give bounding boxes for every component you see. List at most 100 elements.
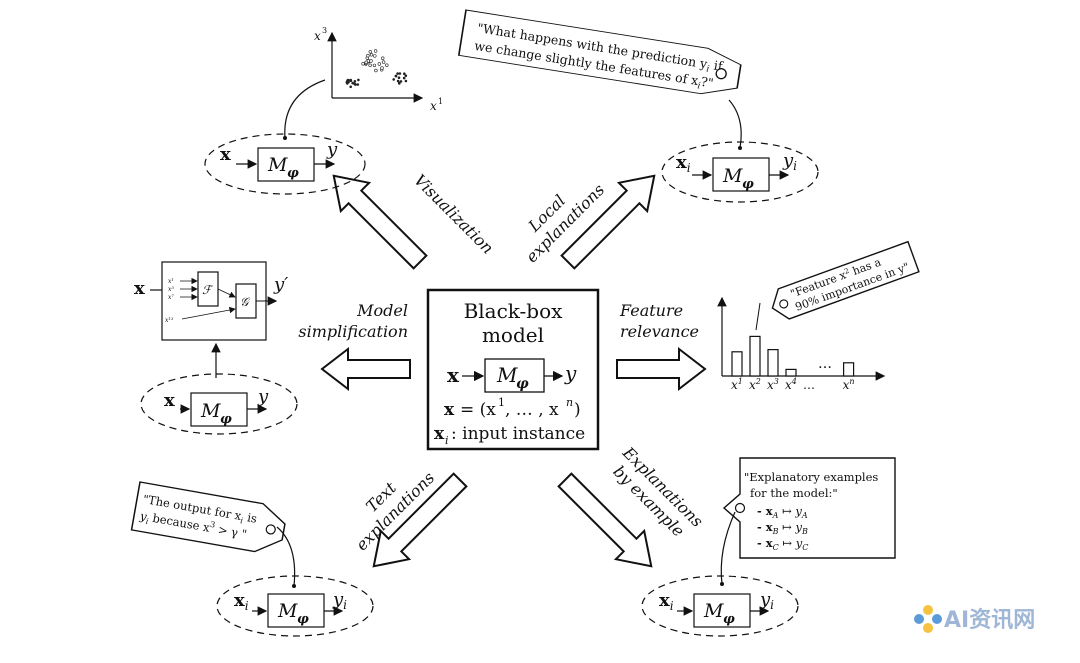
scatter-point-cluster-2 xyxy=(381,60,386,64)
svg-text:xi: xi xyxy=(234,590,249,613)
scatter-point-cluster-2 xyxy=(372,63,377,68)
scatter-x-sup: 1 xyxy=(438,97,443,106)
bar-x4 xyxy=(785,368,797,377)
local-panel: "What happens with the prediction yi if … xyxy=(457,9,819,203)
scatter-point-cluster-2 xyxy=(368,50,372,54)
center-input-x: x xyxy=(447,363,460,387)
scatter-point-cluster-3 xyxy=(404,74,408,77)
scatter-point-cluster-2 xyxy=(380,66,384,70)
xi-sub: i xyxy=(445,434,449,447)
svg-text:M: M xyxy=(267,154,288,176)
arrow-text-explanations xyxy=(372,472,468,568)
svg-text:M: M xyxy=(703,600,724,622)
label-feature-relevance: Feature relevance xyxy=(619,301,699,341)
text-explanation-panel: "The output for xi is yi because x3 > γ … xyxy=(130,481,374,637)
scatter-point-cluster-1 xyxy=(351,81,355,85)
svg-text:x: x xyxy=(164,390,175,411)
svg-text:y: y xyxy=(257,386,269,407)
scatter-point-cluster-2 xyxy=(361,62,365,66)
tick-label-4: … xyxy=(803,378,815,392)
scatter-point-cluster-3 xyxy=(399,80,403,83)
center-box-border xyxy=(426,288,600,451)
bar-dots-top: … xyxy=(818,356,832,372)
simplification-panel: x ℱ 𝒢 x1 x3 x7 x13 y′ x M φ y xyxy=(134,261,298,435)
local-tag-hole xyxy=(715,68,727,80)
scatter-y-label: x xyxy=(314,29,321,43)
scatter-point-cluster-1 xyxy=(349,78,353,82)
formula-mid: , … , x xyxy=(505,400,559,420)
arrow-explanations-by-example xyxy=(557,472,653,568)
svg-text:φ: φ xyxy=(723,612,735,627)
scatter-point-cluster-1 xyxy=(346,79,349,82)
scatter-point-cluster-2 xyxy=(374,68,378,73)
example-dashed-ellipse xyxy=(641,575,799,637)
xi-desc: : input instance xyxy=(451,424,585,444)
visualization-panel: x 3 x 1 x M φ y xyxy=(204,26,443,195)
example-panel: "Explanatory examples for the model:" - … xyxy=(641,457,896,637)
arrow-model-simplification xyxy=(320,346,411,392)
viz-input-x: x xyxy=(220,144,231,165)
label-local-explanations: Local explanations xyxy=(522,180,608,266)
tick-label-0: x1 xyxy=(731,377,743,392)
scatter-point-cluster-2 xyxy=(377,62,381,66)
feature-relevance-panel: "Feature x2 has a 90% importance in y" x… xyxy=(717,240,920,392)
arrow-local-explanations xyxy=(560,174,656,270)
svg-text:for the model:": for the model:" xyxy=(750,486,838,500)
scatter-point-cluster-1 xyxy=(356,83,360,86)
scatter-point-cluster-3 xyxy=(396,72,399,75)
tick-label-3: x4 xyxy=(785,377,797,392)
scatter-point-cluster-2 xyxy=(368,63,372,68)
svg-text:simplification: simplification xyxy=(298,322,408,341)
scatter-y-sup: 3 xyxy=(322,26,327,35)
scatter-point-cluster-3 xyxy=(394,74,398,78)
svg-text:"Explanatory examples: "Explanatory examples xyxy=(744,470,878,484)
svg-text:φ: φ xyxy=(742,177,754,192)
tick-label-2: x3 xyxy=(767,377,779,392)
center-output-y: y xyxy=(564,361,577,385)
xi-label: x xyxy=(434,424,445,444)
scatter-point-cluster-2 xyxy=(381,56,385,60)
scatter-points xyxy=(345,49,408,89)
svg-text:- xB ↦ yB: - xB ↦ yB xyxy=(757,520,808,536)
svg-text:φ: φ xyxy=(220,412,232,427)
scatter-x-label: x xyxy=(430,99,437,113)
bar-x2 xyxy=(749,335,761,377)
svg-text:- xA ↦ yA: - xA ↦ yA xyxy=(757,504,808,520)
svg-text:ℱ: ℱ xyxy=(202,283,214,297)
svg-text:M: M xyxy=(722,165,743,187)
label-visualization: Visualization xyxy=(410,171,497,258)
text-dashed-ellipse xyxy=(216,575,374,637)
scatter-point-cluster-3 xyxy=(404,79,408,83)
scatter-point-cluster-2 xyxy=(373,54,377,58)
svg-text:Visualization: Visualization xyxy=(410,171,497,258)
center-black-box: Black-box model x M φ y x = (x 1 , … , x… xyxy=(426,288,600,451)
watermark-text: AI资讯网 xyxy=(944,608,1035,633)
center-title-line2: model xyxy=(482,323,544,347)
scatter-point-cluster-3 xyxy=(403,72,406,75)
scatter-point-cluster-2 xyxy=(385,63,389,67)
formula-lhs: x xyxy=(444,400,455,420)
scatter-point-cluster-3 xyxy=(392,78,396,81)
arrow-feature-relevance xyxy=(616,346,707,392)
surrogate-frame xyxy=(161,261,267,341)
flower-icon xyxy=(914,605,942,633)
feature-tag: "Feature x2 has a 90% importance in y" xyxy=(771,240,920,320)
svg-text:φ: φ xyxy=(297,612,309,627)
scatter-point-cluster-2 xyxy=(369,53,374,57)
center-model-label: M xyxy=(496,363,518,387)
bar-x1 xyxy=(731,351,743,377)
viz-dashed-ellipse xyxy=(204,133,366,195)
svg-text:Model: Model xyxy=(356,301,408,320)
arrow-visualization xyxy=(332,174,428,270)
text-tag: "The output for xi is yi because x3 > γ … xyxy=(130,481,286,553)
watermark: AI资讯网 xyxy=(914,605,1035,633)
svg-text:Feature: Feature xyxy=(619,301,683,320)
svg-text:φ: φ xyxy=(287,166,299,181)
formula-supn: n xyxy=(566,396,573,409)
bar-xn xyxy=(842,362,855,377)
label-model-simplification: Model simplification xyxy=(298,301,408,341)
scatter-point-cluster-3 xyxy=(398,82,401,85)
scatter-point-cluster-2 xyxy=(366,53,370,58)
